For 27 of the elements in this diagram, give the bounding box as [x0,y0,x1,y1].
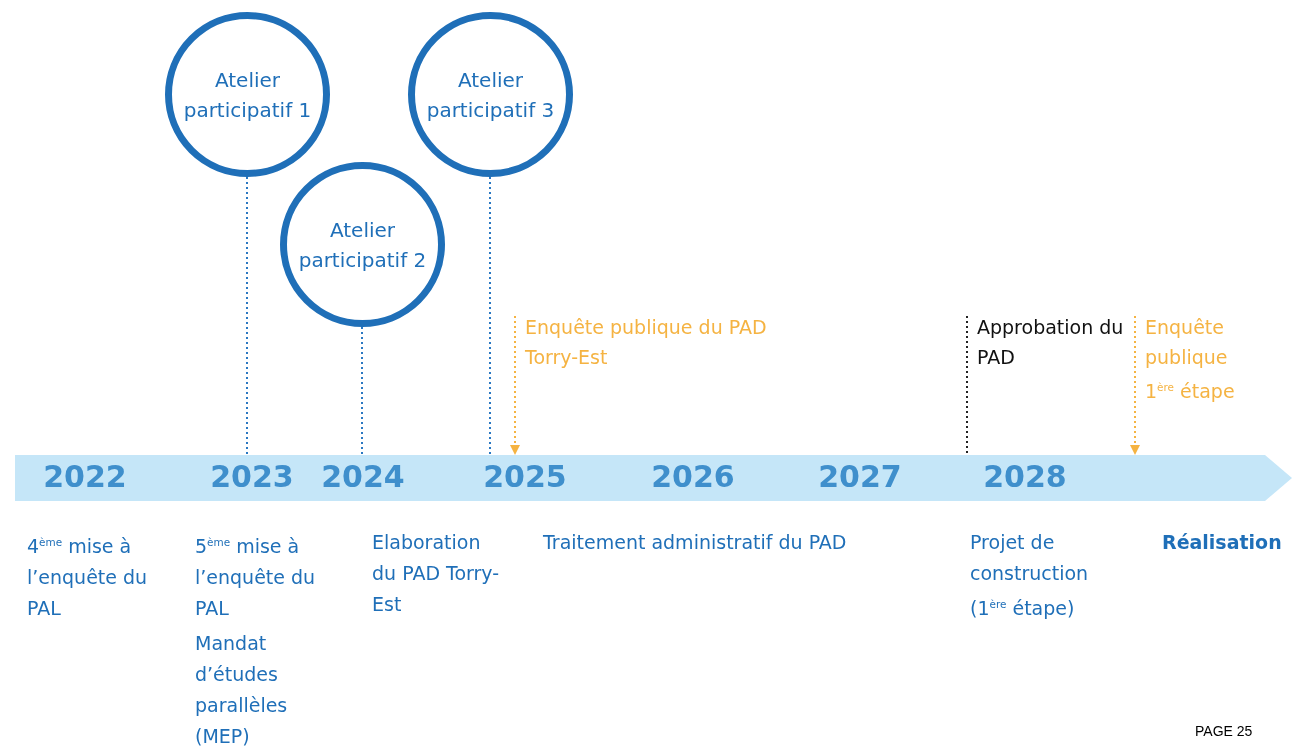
year-label: 2023 [209,459,295,494]
year-label: 2024 [320,459,406,494]
workshop-title: Atelier participatif 2 [297,216,428,274]
milestone-note: Enquête publique 1$^{ère}$ étape [1145,315,1236,405]
workshop-title: Atelier participatif 3 [425,66,556,124]
year-label: 2028 [982,459,1068,494]
milestone-note: Enquête publique du PAD Torry-Est [525,315,768,370]
year-label: 2026 [650,459,736,494]
phase-description: 4$^{ème}$ mise à l’enquête du PAL [27,534,149,622]
phase-description: Elaboration du PAD Torry-Est [372,530,501,617]
dotted-arrow [510,315,520,456]
page-number: PAGE 25 [1195,722,1253,740]
phase-description: 5$^{ème}$ mise à l’enquête du PAL [195,534,317,622]
phase-description: Traitement administratif du PAD [543,530,847,555]
dotted-line [966,315,968,456]
phase-description: Mandat d’études parallèles (MEP) [195,631,289,749]
workshop-title: Atelier participatif 1 [182,66,313,124]
year-label: 2027 [817,459,903,494]
dotted-line [489,176,491,456]
phase-description: Projet de construction (1$^{ère}$ étape) [970,530,1090,622]
milestone-note: Approbation du PAD [977,315,1125,370]
year-label: 2022 [42,459,128,494]
year-label: 2025 [482,459,568,494]
dotted-line [361,326,363,456]
dotted-line [246,176,248,456]
phase-description: Réalisation [1162,530,1282,555]
dotted-arrow [1130,315,1140,456]
